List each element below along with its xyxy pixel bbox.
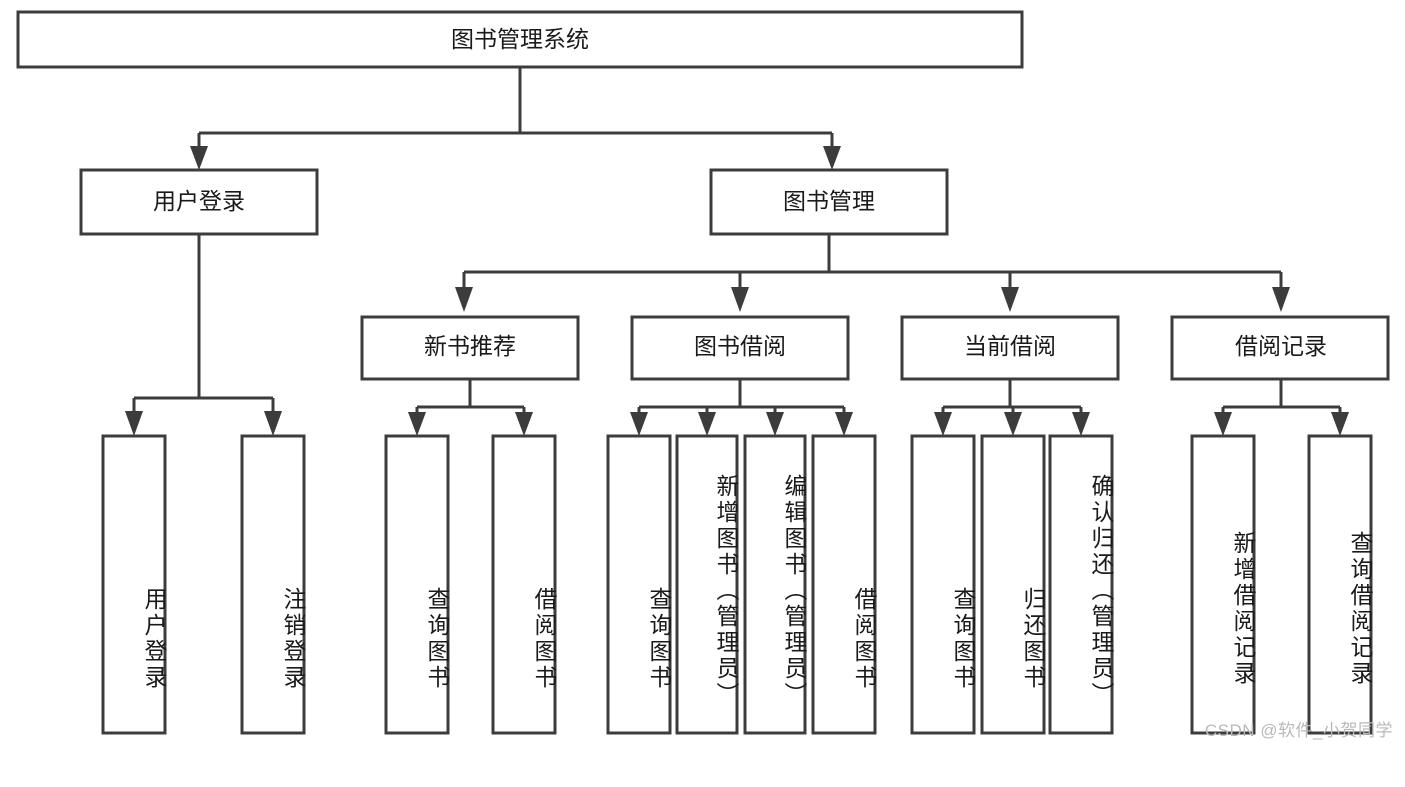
node-book-borrow[interactable]: 图书借阅 [630,315,850,381]
node-root-label: 图书管理系统 [451,26,589,52]
leaf-box-query-borrow-record[interactable] [1307,434,1373,735]
node-new-book-recommend-label: 新书推荐 [424,333,516,359]
leaf-box-user-login[interactable] [101,434,167,735]
leaf-box-confirm-return-admin[interactable] [1048,434,1114,735]
connector-bookborrow-to-leaves [630,379,853,436]
leaf-box-query-book-3[interactable] [910,434,976,735]
leaf-box-return-book[interactable] [980,434,1046,735]
node-book-management[interactable]: 图书管理 [709,168,949,236]
connector-userlogin-to-leaves [125,234,282,436]
node-book-borrow-label: 图书借阅 [694,333,786,359]
leaf-box-query-book-1[interactable] [384,434,450,735]
leaf-box-query-book-2[interactable] [606,434,672,735]
diagram-canvas: 图书管理系统 用户登录 图书管理 新书推荐 图书借阅 当前借阅 借阅记录 [16,10,1390,735]
leaf-box-add-borrow-record[interactable] [1190,434,1256,735]
leaf-box-borrow-book-1[interactable] [491,434,557,735]
node-user-login[interactable]: 用户登录 [79,168,319,236]
connector-borrowrecord-to-leaves [1214,379,1349,436]
leaf-box-edit-book-admin[interactable] [743,434,807,735]
connector-currentborrow-to-leaves [934,379,1090,436]
flowchart-diagram: 图书管理系统 用户登录 图书管理 新书推荐 图书借阅 当前借阅 借阅记录 [16,10,1393,740]
node-book-management-label: 图书管理 [783,188,875,214]
connector-newbook-to-leaves [408,379,533,436]
leaf-boxes [101,434,1373,735]
node-root[interactable]: 图书管理系统 [16,10,1024,69]
csdn-watermark: CSDN @软件_小贺同学 [1204,721,1393,740]
leaf-box-add-book-admin[interactable] [675,434,739,735]
leaf-box-borrow-book-2[interactable] [811,434,877,735]
connector-root-to-level2 [190,67,841,170]
node-user-login-label: 用户登录 [153,188,245,214]
connector-bookmgmt-to-level3 [455,234,1290,312]
node-current-borrow[interactable]: 当前借阅 [900,315,1120,381]
node-borrow-record[interactable]: 借阅记录 [1170,315,1390,381]
leaf-box-logout-login[interactable] [240,434,306,735]
node-borrow-record-label: 借阅记录 [1235,333,1327,359]
node-current-borrow-label: 当前借阅 [964,333,1056,359]
node-new-book-recommend[interactable]: 新书推荐 [360,315,580,381]
